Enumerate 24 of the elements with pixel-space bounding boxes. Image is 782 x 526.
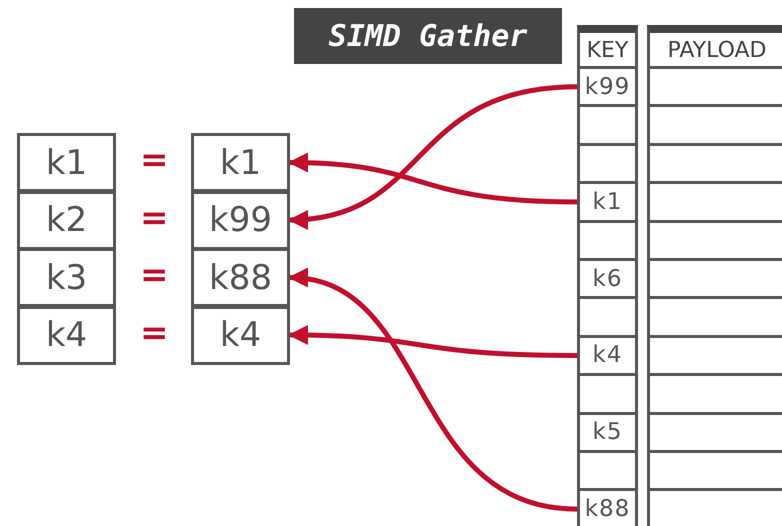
curved-arrow [288, 84, 578, 228]
gathered-key-cell: k99 [191, 190, 290, 250]
equals-sign: = [140, 255, 168, 295]
hash-key-cell [577, 296, 638, 338]
equals-sign: = [140, 140, 168, 180]
curved-arrow [288, 152, 578, 204]
curved-arrow [288, 325, 578, 358]
gathered-key-cell: k4 [191, 306, 290, 364]
column-header: KEY [577, 25, 638, 67]
curved-arrow [288, 270, 578, 512]
gathered-key-cell: k1 [191, 133, 290, 192]
probe-key-cell: k3 [17, 248, 116, 307]
column-header: PAYLOAD [647, 25, 782, 67]
probe-key-cell: k2 [17, 190, 116, 250]
equals-sign: = [140, 198, 168, 238]
title-banner: SIMD Gather [294, 8, 562, 64]
equals-sign: = [140, 312, 168, 352]
hash-key-cell: k1 [577, 181, 638, 223]
probe-key-cell: k4 [17, 306, 116, 364]
hash-key-cell [577, 104, 638, 146]
gathered-key-cell: k88 [191, 248, 290, 307]
hash-key-cell: k88 [577, 488, 638, 526]
probe-key-cell: k1 [17, 133, 116, 192]
hash-key-cell [577, 373, 638, 415]
